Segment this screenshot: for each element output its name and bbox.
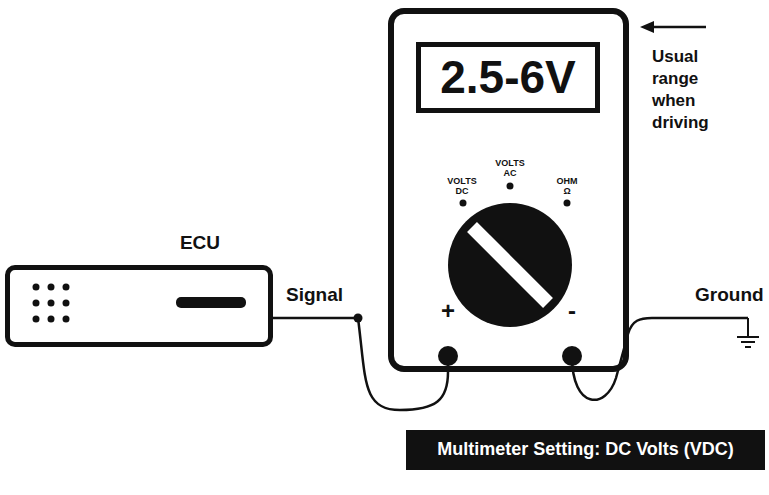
ecu-vent: [48, 284, 55, 291]
terminal-polarity: -: [557, 298, 587, 324]
ecu-box: ECU: [5, 265, 273, 347]
setting-dot: [507, 183, 514, 190]
ecu-vent: [63, 284, 70, 291]
callout-arrow: [652, 26, 706, 29]
ground-symbol: [745, 346, 751, 348]
ecu-vent: [33, 300, 40, 307]
ecu-vent: [48, 300, 55, 307]
dial-setting-label: OHM Ω: [554, 176, 580, 196]
signal-wire: [273, 318, 448, 410]
setting-caption: Multimeter Setting: DC Volts (VDC): [437, 440, 734, 460]
ecu-label: ECU: [160, 232, 240, 254]
selector-dial: [448, 203, 572, 327]
dial-setting-label: VOLTS DC: [445, 176, 479, 196]
voltage-reading: 2.5-6V: [440, 52, 576, 103]
display-screen: 2.5-6V: [416, 42, 600, 113]
setting-dot: [564, 200, 571, 207]
terminal-polarity: +: [433, 298, 463, 324]
ecu-vents: [33, 284, 70, 323]
probe-terminal: [438, 346, 458, 366]
setting-dot: [460, 200, 467, 207]
ecu-vent: [33, 284, 40, 291]
banner-background: [406, 430, 765, 470]
ecu-vent: [33, 316, 40, 323]
ground-symbol: [741, 341, 755, 343]
meter-body: [391, 11, 626, 369]
dial-pointer: [472, 227, 548, 303]
probe-terminal: [562, 346, 582, 366]
ecu-slot: [176, 297, 246, 308]
setting-banner: Multimeter Setting: DC Volts (VDC): [406, 430, 765, 470]
dial-setting-label: VOLTS AC: [493, 158, 527, 178]
callout-note: Usual range when driving: [652, 46, 724, 134]
ground-symbol: [747, 318, 749, 337]
ecu-vent: [63, 316, 70, 323]
ground-symbol: [737, 336, 759, 338]
multimeter: VOLTS DC VOLTS AC OHM Ω + - 2.5-6V: [388, 8, 629, 372]
ecu-vent: [63, 300, 70, 307]
ground-wire: [572, 318, 748, 400]
wire-label: Signal: [286, 284, 343, 306]
ecu-vent: [48, 316, 55, 323]
callout-arrowhead: [640, 21, 654, 33]
wire-label: Ground: [695, 284, 765, 306]
